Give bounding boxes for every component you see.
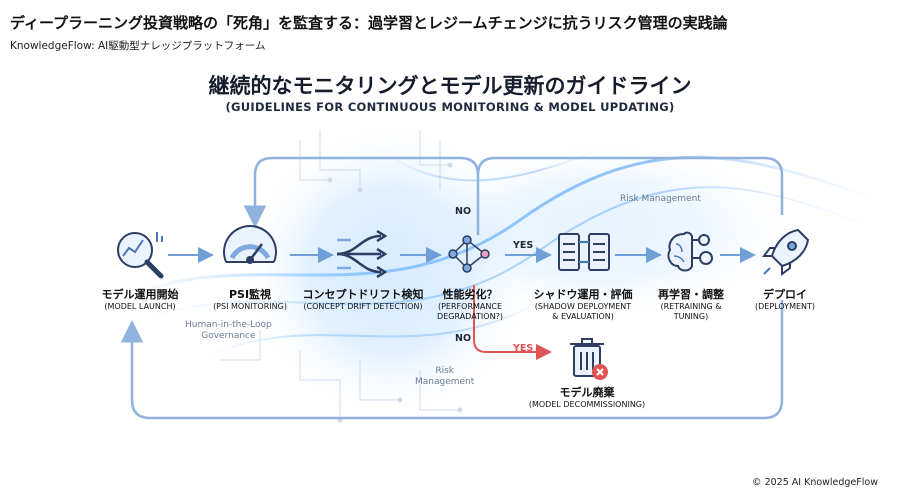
magnifier-chart-icon <box>117 232 164 279</box>
node-deployment: デプロイ (DEPLOYMENT) <box>710 282 860 312</box>
node-label-en: (DEPLOYMENT) <box>754 302 816 311</box>
node-label-ja: 再学習・調整 <box>658 288 724 301</box>
node-shadow-deployment: シャドウ運用・評価 (SHADOW DEPLOYMENT & EVALUATIO… <box>508 282 658 322</box>
edge-label-no-loop: NO <box>455 206 472 217</box>
node-label-ja: モデル廃棄 <box>559 386 615 399</box>
branching-arrows-icon <box>336 229 388 279</box>
node-label-en: (CONCEPT DRIFT DETECTION) <box>303 302 423 311</box>
gauge-icon <box>223 225 277 264</box>
node-label-en: (MODEL LAUNCH) <box>104 302 176 311</box>
node-concept-drift: コンセプトドリフト検知 (CONCEPT DRIFT DETECTION) <box>288 282 438 312</box>
edge-label-yes-decommission: YES <box>513 343 534 354</box>
server-compare-icon <box>558 233 610 271</box>
node-label-ja: デプロイ <box>763 288 807 301</box>
node-label-en: (SHADOW DEPLOYMENT & EVALUATION) <box>534 302 632 321</box>
diagram-title: 継続的なモニタリングとモデル更新のガイドライン <box>208 74 692 98</box>
edge-label-yes-shadow: YES <box>513 240 534 251</box>
node-label-en: (PERFORMANCE DEGRADATION?) <box>437 302 503 321</box>
loop-outer-arrow <box>120 300 784 420</box>
decommission-arrow <box>473 285 552 360</box>
brain-gear-icon <box>667 231 713 272</box>
annotation-risk-management-top: Risk Management <box>620 194 701 204</box>
node-label-ja: モデル運用開始 <box>101 288 179 301</box>
node-label-en: (RETRAINING & TUNING) <box>660 302 722 321</box>
page-subtitle: KnowledgeFlow: AI駆動型ナレッジプラットフォーム <box>10 40 266 52</box>
loop-top-arrow <box>243 156 480 235</box>
rocket-icon <box>762 228 810 276</box>
loop-outer-top <box>476 156 784 215</box>
node-model-launch: モデル運用開始 (MODEL LAUNCH) <box>65 282 215 312</box>
node-model-decommissioning: モデル廃棄 (MODEL DECOMMISSIONING) <box>512 380 662 410</box>
diagram-subtitle: (GUIDELINES FOR CONTINUOUS MONITORING & … <box>225 100 675 114</box>
page-title: ディープラーニング投資戦略の「死角」を監査する：過学習とレジームチェンジに抗うリ… <box>10 14 728 32</box>
annotation-hitl-governance: Human-in-the-Loop Governance <box>185 320 272 341</box>
node-psi-monitoring: PSI監視 (PSI MONITORING) <box>175 282 325 312</box>
circuit-traces <box>220 130 463 423</box>
node-label-ja: シャドウ運用・評価 <box>533 288 633 301</box>
edge-label-no-down: NO <box>455 333 472 344</box>
node-retraining: 再学習・調整 (RETRAINING & TUNING) <box>616 282 766 322</box>
network-nodes-icon <box>448 235 490 273</box>
node-label-en: (MODEL DECOMMISSIONING) <box>528 400 646 409</box>
node-performance-degradation: 性能劣化？ (PERFORMANCE DEGRADATION?) <box>395 282 545 322</box>
node-label-ja: コンセプトドリフト検知 <box>302 288 424 301</box>
copyright: © 2025 AI KnowledgeFlow <box>752 477 878 488</box>
annotation-risk-management-bottom: Risk Management <box>415 366 475 387</box>
node-label-en: (PSI MONITORING) <box>213 302 287 311</box>
node-label-ja: PSI監視 <box>228 288 272 301</box>
trash-icon <box>570 338 608 380</box>
node-label-ja: 性能劣化？ <box>442 288 498 301</box>
